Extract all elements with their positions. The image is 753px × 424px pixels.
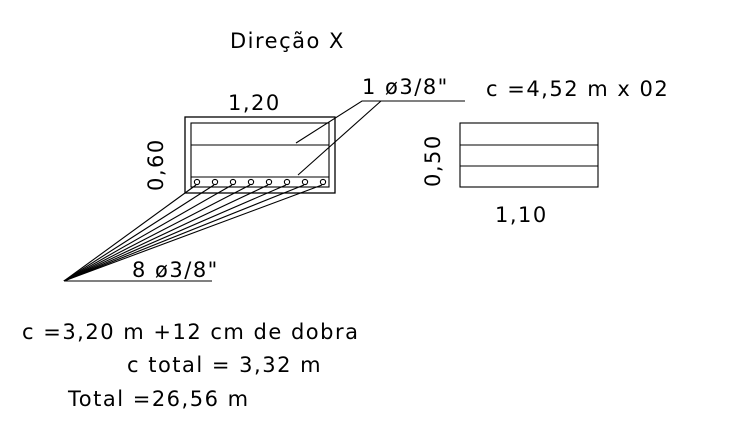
note-length-with-bend: c =3,20 m +12 cm de dobra: [22, 320, 360, 344]
rebar-circle: [301, 178, 309, 186]
main-section: [184, 116, 336, 194]
note-grand-total: Total =26,56 m: [67, 387, 250, 411]
bottom-bars-label: 8 ø3/8": [132, 258, 219, 282]
leader-line: [63, 184, 305, 282]
rebar-circle: [247, 178, 255, 186]
top-bar-length-label: c =4,52 m x 02: [486, 77, 669, 101]
small-section-height-label: 0,50: [421, 134, 445, 187]
leader-line: [63, 184, 233, 282]
rebar-circle: [211, 178, 219, 186]
main-section-outer: [184, 116, 336, 194]
rebar-circle: [265, 178, 273, 186]
title: Direção X: [230, 29, 345, 53]
leader-line: [63, 184, 287, 282]
rebar-circle: [319, 178, 327, 186]
main-section-height-label: 0,60: [144, 138, 168, 191]
top-bar-leader: [295, 100, 465, 176]
main-section-width-label: 1,20: [228, 91, 281, 115]
rebar-circle: [283, 178, 291, 186]
main-section-inner: [190, 122, 330, 188]
leader-line: [63, 184, 269, 282]
top-bar-label: 1 ø3/8": [362, 75, 449, 99]
bottom-bars-leader-fan: [63, 184, 323, 282]
rebar-circle: [193, 178, 201, 186]
leader-line: [63, 184, 323, 282]
bottom-rebar-circles: [193, 178, 327, 186]
small-section: [459, 122, 599, 188]
small-section-width-label: 1,10: [495, 203, 548, 227]
leader-line: [63, 184, 215, 282]
rebar-circle: [229, 178, 237, 186]
note-total-length: c total = 3,32 m: [127, 353, 322, 377]
leader-line: [63, 184, 197, 282]
leader-line: [63, 184, 251, 282]
